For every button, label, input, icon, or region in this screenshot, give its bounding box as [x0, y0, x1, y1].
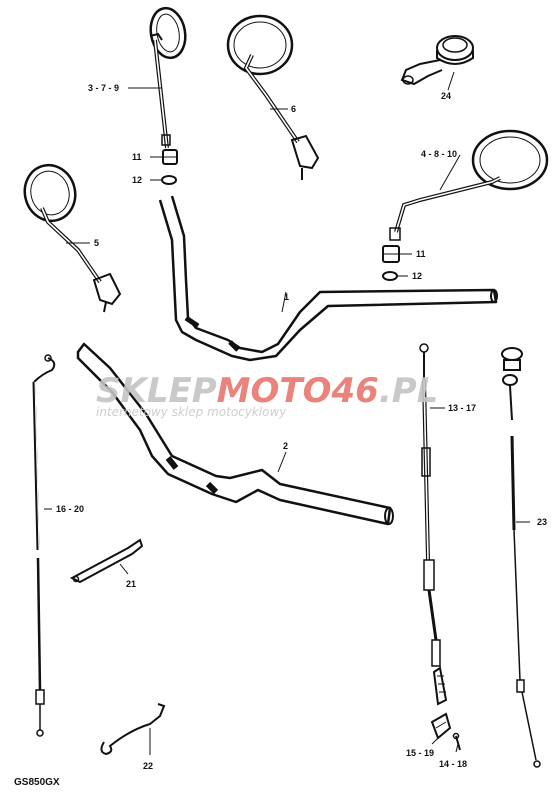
label-24: 24	[441, 91, 451, 101]
label-1: 1	[284, 292, 289, 302]
part-15-19	[430, 712, 452, 740]
label-4-8-10: 4 - 8 - 10	[421, 149, 457, 159]
leader-lines	[44, 71, 530, 755]
part-labels: 3 - 7 - 9 11 12 6 24 4 - 8 - 10 5 11 12 …	[56, 83, 547, 771]
label-2: 2	[283, 441, 288, 451]
handlebar-1	[158, 195, 498, 362]
nut-11-right	[382, 245, 400, 263]
mirror-left-upper	[149, 6, 187, 149]
watermark-brand: SKLEPMOTO46.PL	[96, 371, 438, 411]
label-12-left: 12	[132, 175, 142, 185]
label-13-17: 13 - 17	[448, 403, 476, 413]
label-14-18: 14 - 18	[439, 759, 467, 769]
watermark-tagline: internetowy sklep motocyklowy	[96, 405, 287, 419]
clamp-24	[400, 35, 474, 86]
label-16-20: 16 - 20	[56, 504, 84, 514]
watermark-brand-d: .PL	[379, 371, 439, 411]
label-6: 6	[291, 104, 296, 114]
washer-12-left	[161, 175, 177, 185]
watermark-brand-a: SKLEP	[96, 371, 217, 411]
label-5: 5	[94, 238, 99, 248]
label-3-7-9: 3 - 7 - 9	[88, 83, 119, 93]
cable-16-20	[32, 354, 56, 737]
part-14-18	[452, 732, 461, 751]
watermark-brand-b: MOTO	[217, 371, 332, 411]
cable-13-17	[419, 343, 448, 706]
handlebar-2	[76, 342, 394, 526]
spring-clip-22	[100, 703, 166, 756]
nut-11-left	[162, 149, 178, 165]
label-22: 22	[143, 761, 153, 771]
label-23: 23	[537, 517, 547, 527]
label-21: 21	[126, 579, 136, 589]
mirror-right	[389, 129, 549, 241]
mirror-6	[226, 14, 320, 180]
label-12-right: 12	[412, 271, 422, 281]
watermark: SKLEPMOTO46.PL internetowy sklep motocyk…	[96, 371, 438, 419]
mirror-5	[23, 163, 122, 313]
label-15-19: 15 - 19	[406, 748, 434, 758]
label-11-left: 11	[132, 152, 142, 162]
bracket-21	[69, 538, 144, 584]
label-11-right: 11	[416, 249, 426, 259]
watermark-brand-c: 46	[331, 371, 379, 411]
cable-23	[501, 347, 541, 768]
washer-12-right	[382, 271, 398, 281]
model-code: GS850GX	[14, 777, 60, 788]
